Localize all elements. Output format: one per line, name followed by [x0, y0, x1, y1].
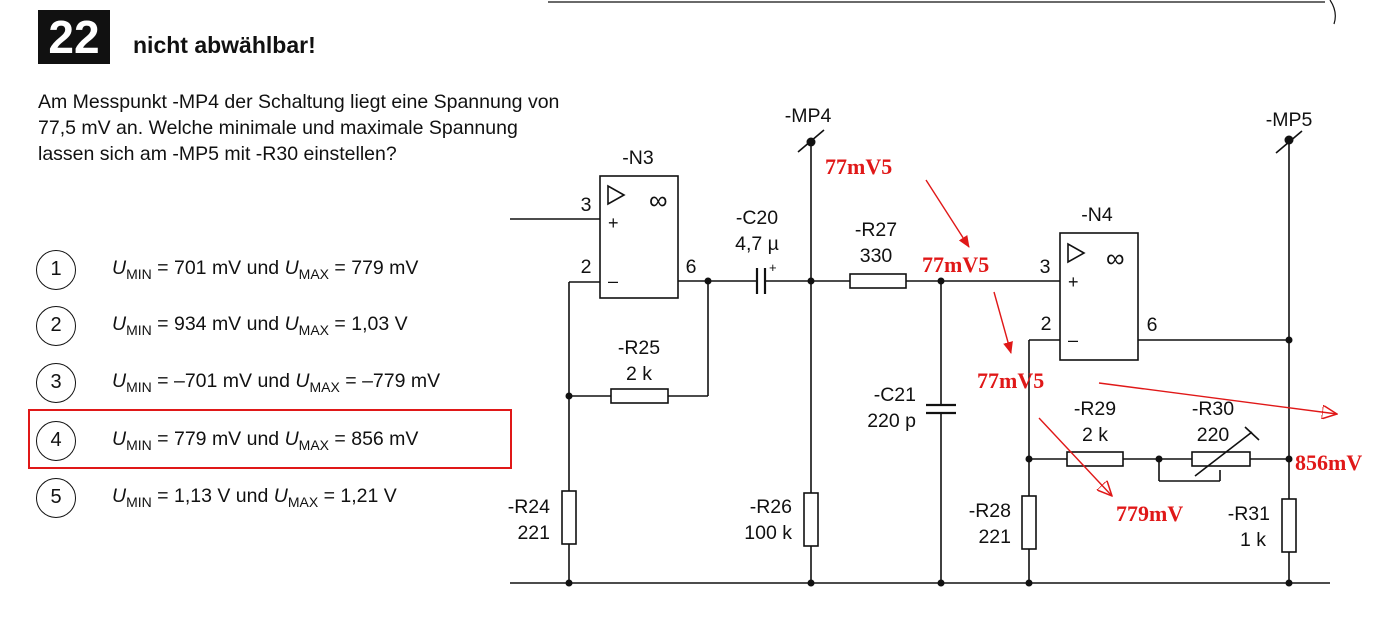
- resistor-r25: [610, 388, 669, 404]
- resistor-r31: [1281, 498, 1297, 553]
- n3-minus-sign: –: [608, 271, 618, 291]
- r29-name: -R29: [1074, 398, 1116, 420]
- resistor-r30: [1191, 451, 1251, 467]
- selected-answer-highlight: [28, 409, 512, 469]
- resistor-r26: [803, 492, 819, 547]
- option-text: UMIN = 1,13 V und UMAX = 1,21 V: [112, 485, 397, 510]
- r25-value: 2 k: [626, 363, 652, 385]
- annotation-arrow-2: [993, 291, 1013, 354]
- r28-name: -R28: [969, 500, 1011, 522]
- r31-name: -R31: [1228, 503, 1270, 525]
- capacitor-c21: [926, 403, 956, 415]
- question-number: 22: [38, 10, 110, 64]
- junction-dots: [565, 135, 1294, 587]
- option-number-circle: 4: [36, 421, 76, 461]
- r28-value: 221: [978, 526, 1011, 548]
- label-mp5: -MP5: [1266, 109, 1313, 131]
- option-number-circle: 1: [36, 250, 76, 290]
- n3-infinity-icon: ∞: [649, 185, 668, 215]
- r30-name: -R30: [1192, 398, 1234, 420]
- c21-value: 220 p: [867, 410, 916, 432]
- annotation-max-voltage: 856mV: [1295, 450, 1362, 475]
- n4-pin6-label: 6: [1147, 314, 1158, 336]
- n4-pin2-label: 2: [1041, 313, 1052, 335]
- page-curl: [1329, 0, 1336, 25]
- n3-pin2-label: 2: [581, 256, 592, 278]
- option-number-circle: 3: [36, 363, 76, 403]
- annotation-min-voltage: 779mV: [1116, 501, 1183, 526]
- r25-name: -R25: [618, 337, 660, 359]
- c20-value: 4,7 µ: [735, 233, 779, 255]
- option-text: UMIN = 701 mV und UMAX = 779 mV: [112, 257, 419, 282]
- n3-triangle-icon: [607, 184, 626, 206]
- option-text: UMIN = 779 mV und UMAX = 856 mV: [112, 428, 419, 453]
- resistor-r27: [849, 273, 907, 289]
- resistor-r28: [1021, 495, 1037, 550]
- c20-polarity-sign: +: [769, 260, 777, 275]
- label-n3: -N3: [622, 147, 653, 169]
- n3-pin6-label: 6: [686, 256, 697, 278]
- option-number-circle: 5: [36, 478, 76, 518]
- resistor-r29: [1066, 451, 1124, 467]
- r26-name: -R26: [750, 496, 792, 518]
- option-text: UMIN = 934 mV und UMAX = 1,03 V: [112, 313, 408, 338]
- r30-value: 220: [1197, 424, 1230, 446]
- n4-triangle-icon: [1067, 242, 1086, 264]
- annotation-arrow-3: [1098, 382, 1337, 414]
- r27-value: 330: [860, 245, 893, 267]
- c20-name: -C20: [736, 207, 778, 229]
- question-title: nicht abwählbar!: [133, 32, 316, 58]
- label-n4: -N4: [1081, 204, 1113, 226]
- r27-name: -R27: [855, 219, 897, 241]
- n4-plus-sign: +: [1068, 272, 1079, 292]
- r24-value: 221: [517, 522, 550, 544]
- label-mp4: -MP4: [785, 105, 832, 127]
- annotation-n4-input-voltage: 77mV5: [922, 252, 989, 277]
- capacitor-c20: [755, 268, 767, 294]
- n3-pin3-label: 3: [581, 194, 592, 216]
- opamp-n3: [599, 175, 679, 299]
- n4-infinity-icon: ∞: [1106, 243, 1125, 273]
- n4-minus-sign: –: [1068, 330, 1078, 350]
- annotation-arrow-4: [1038, 417, 1112, 496]
- r30-adjust-tick: [1244, 426, 1260, 441]
- r30-adjust-arrow: [1194, 431, 1253, 477]
- opamp-n4: [1059, 232, 1139, 361]
- r24-name: -R24: [508, 496, 550, 518]
- annotation-arrow-1: [925, 179, 970, 248]
- option-number-circle: 2: [36, 306, 76, 346]
- question-text: Am Messpunkt -MP4 der Schaltung liegt ei…: [38, 91, 560, 165]
- annotation-n4-pin2-voltage: 77mV5: [977, 368, 1044, 393]
- resistor-r24: [561, 490, 577, 545]
- r26-value: 100 k: [744, 522, 792, 544]
- n4-pin3-label: 3: [1040, 256, 1051, 278]
- r31-value: 1 k: [1240, 529, 1266, 551]
- r29-value: 2 k: [1082, 424, 1108, 446]
- annotation-mp4-voltage: 77mV5: [825, 154, 892, 179]
- option-text: UMIN = –701 mV und UMAX = –779 mV: [112, 370, 441, 395]
- n3-plus-sign: +: [608, 213, 619, 233]
- c21-name: -C21: [874, 384, 916, 406]
